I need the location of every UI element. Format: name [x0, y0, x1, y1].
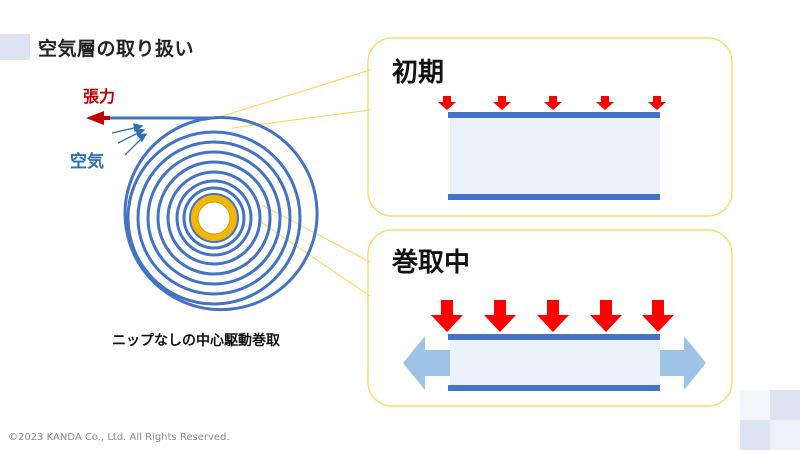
air-gap-winding	[450, 338, 660, 387]
tension-label: 張力	[83, 87, 116, 106]
panel-heading-initial: 初期	[392, 58, 445, 88]
corner-deco-square	[740, 390, 770, 420]
film-bottom-initial	[448, 194, 660, 200]
film-top-initial	[448, 112, 660, 118]
film-roll	[123, 116, 319, 312]
air-arrows	[111, 123, 148, 156]
leader-line-winding-2	[257, 219, 371, 297]
corner-deco-square	[740, 420, 770, 450]
panel-heading-winding: 巻取中	[392, 248, 471, 278]
title-accent-square	[0, 34, 30, 60]
core-hole	[197, 201, 231, 235]
small-pressure-arrows	[438, 96, 666, 110]
tension-arrow-icon	[86, 111, 104, 125]
leader-line-initial-2	[231, 109, 371, 129]
leader-line-initial-1	[212, 69, 371, 120]
film-bottom-winding	[448, 385, 660, 391]
copyright-text: ©2023 KANDA Co., Ltd. All Rights Reserve…	[8, 432, 230, 443]
corner-deco-square	[770, 420, 800, 450]
film-top-winding	[448, 334, 660, 340]
large-pressure-arrows	[431, 300, 674, 332]
page-title: 空気層の取り扱い	[38, 38, 195, 60]
expand-arrow-left-icon	[403, 336, 450, 390]
air-label: 空気	[70, 152, 104, 172]
expand-arrow-right-icon	[658, 336, 706, 390]
air-gap-initial	[450, 117, 660, 195]
corner-deco-square	[770, 390, 800, 420]
roll-caption: ニップなしの中心駆動巻取	[112, 333, 280, 349]
